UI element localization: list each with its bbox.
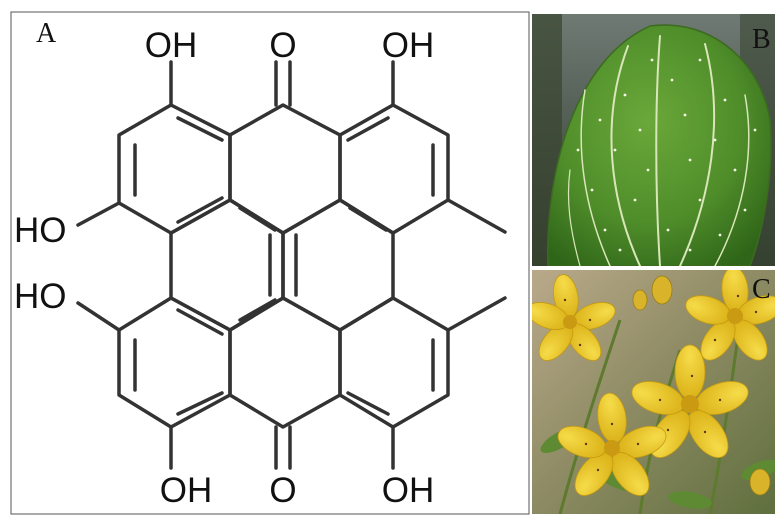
group-oh-top-left: OH [145,26,198,65]
hypericin-structure [76,60,507,470]
group-oh-bottom-right: OH [382,471,435,510]
group-ho-left-upper: HO [14,211,67,250]
panel-b: B [532,14,775,266]
panel-a-label: A [36,18,57,49]
flower-buds [632,275,771,496]
group-o-top: O [269,26,296,65]
leaf-illustration [547,24,772,266]
leaf-translucent-glands [576,58,757,252]
group-ho-left-lower: HO [14,277,67,316]
panel-c: C [532,270,775,514]
panel-a: A [10,11,530,515]
group-o-bottom: O [269,471,296,510]
panel-b-label: B [752,24,771,55]
leaf-veins [567,35,750,266]
flower-1 [532,274,616,361]
group-oh-top-right: OH [382,26,435,65]
group-oh-bottom-left: OH [160,471,213,510]
substituent-bonds [76,60,507,470]
panel-c-label: C [752,274,771,305]
flower-4 [557,392,667,496]
functional-group-labels: OH O OH HO HO OH O OH [14,26,434,510]
panel-divider [532,266,775,270]
flower-2 [685,270,775,361]
flower-3 [631,344,749,458]
petal-dark-dots [563,294,758,472]
double-bonds [133,116,435,416]
